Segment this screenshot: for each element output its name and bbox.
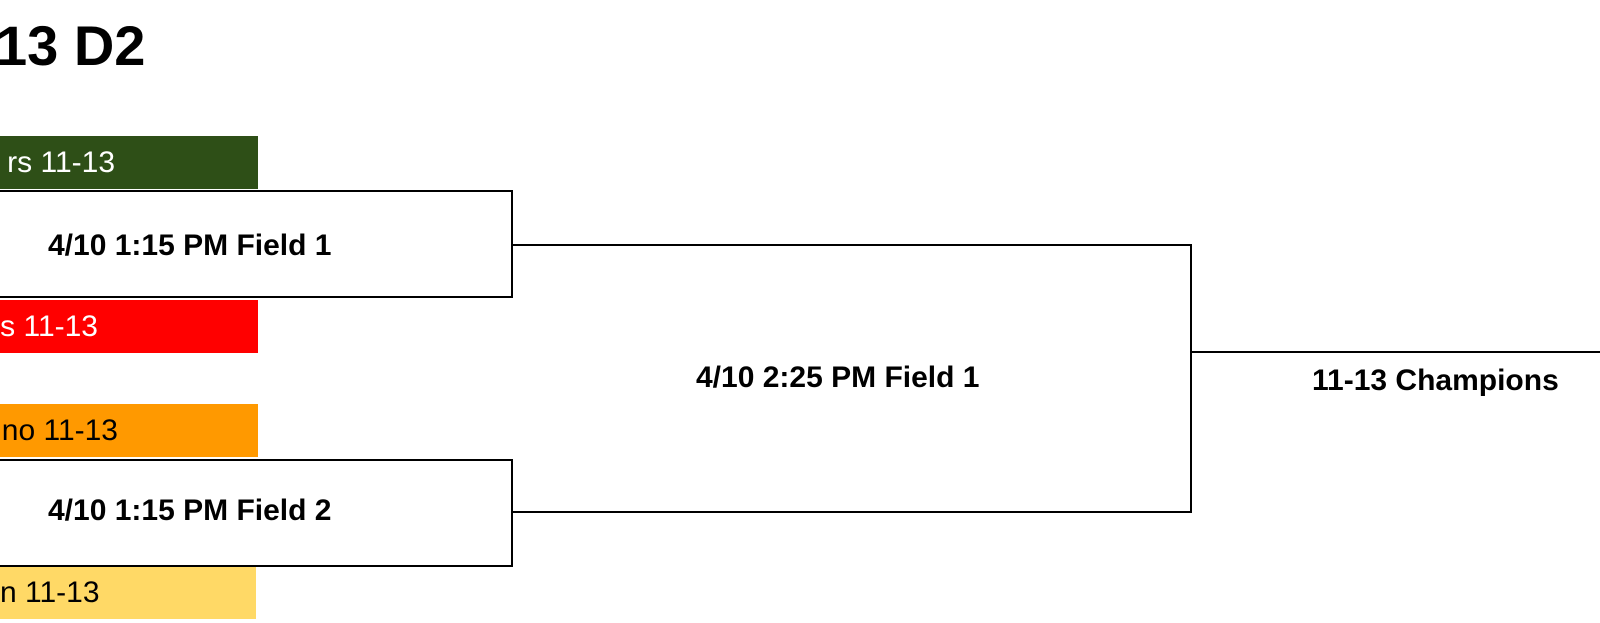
team-name: s 11-13 bbox=[0, 310, 98, 343]
connector-line-vertical bbox=[1190, 244, 1192, 513]
game-box-2 bbox=[0, 459, 513, 567]
game-1-label: 4/10 1:15 PM Field 1 bbox=[48, 229, 332, 262]
team-slot-3: no 11-13 bbox=[0, 404, 258, 457]
game-box-1 bbox=[0, 190, 513, 298]
team-name: n 11-13 bbox=[0, 576, 100, 609]
team-slot-4: n 11-13 bbox=[0, 566, 256, 619]
team-slot-2: s 11-13 bbox=[0, 300, 258, 353]
champion-line bbox=[1190, 351, 1600, 353]
game-2-label: 4/10 1:15 PM Field 2 bbox=[48, 494, 332, 527]
final-game-label: 4/10 2:25 PM Field 1 bbox=[696, 361, 980, 394]
team-name: no 11-13 bbox=[1, 414, 118, 447]
champion-label: 11-13 Champions bbox=[1312, 364, 1559, 397]
bracket-title: 13 D2 bbox=[0, 14, 146, 77]
connector-line-bottom bbox=[513, 511, 1192, 513]
connector-line-top bbox=[513, 244, 1192, 246]
team-name: rs 11-13 bbox=[7, 146, 115, 179]
team-slot-1: rs 11-13 bbox=[0, 136, 258, 189]
